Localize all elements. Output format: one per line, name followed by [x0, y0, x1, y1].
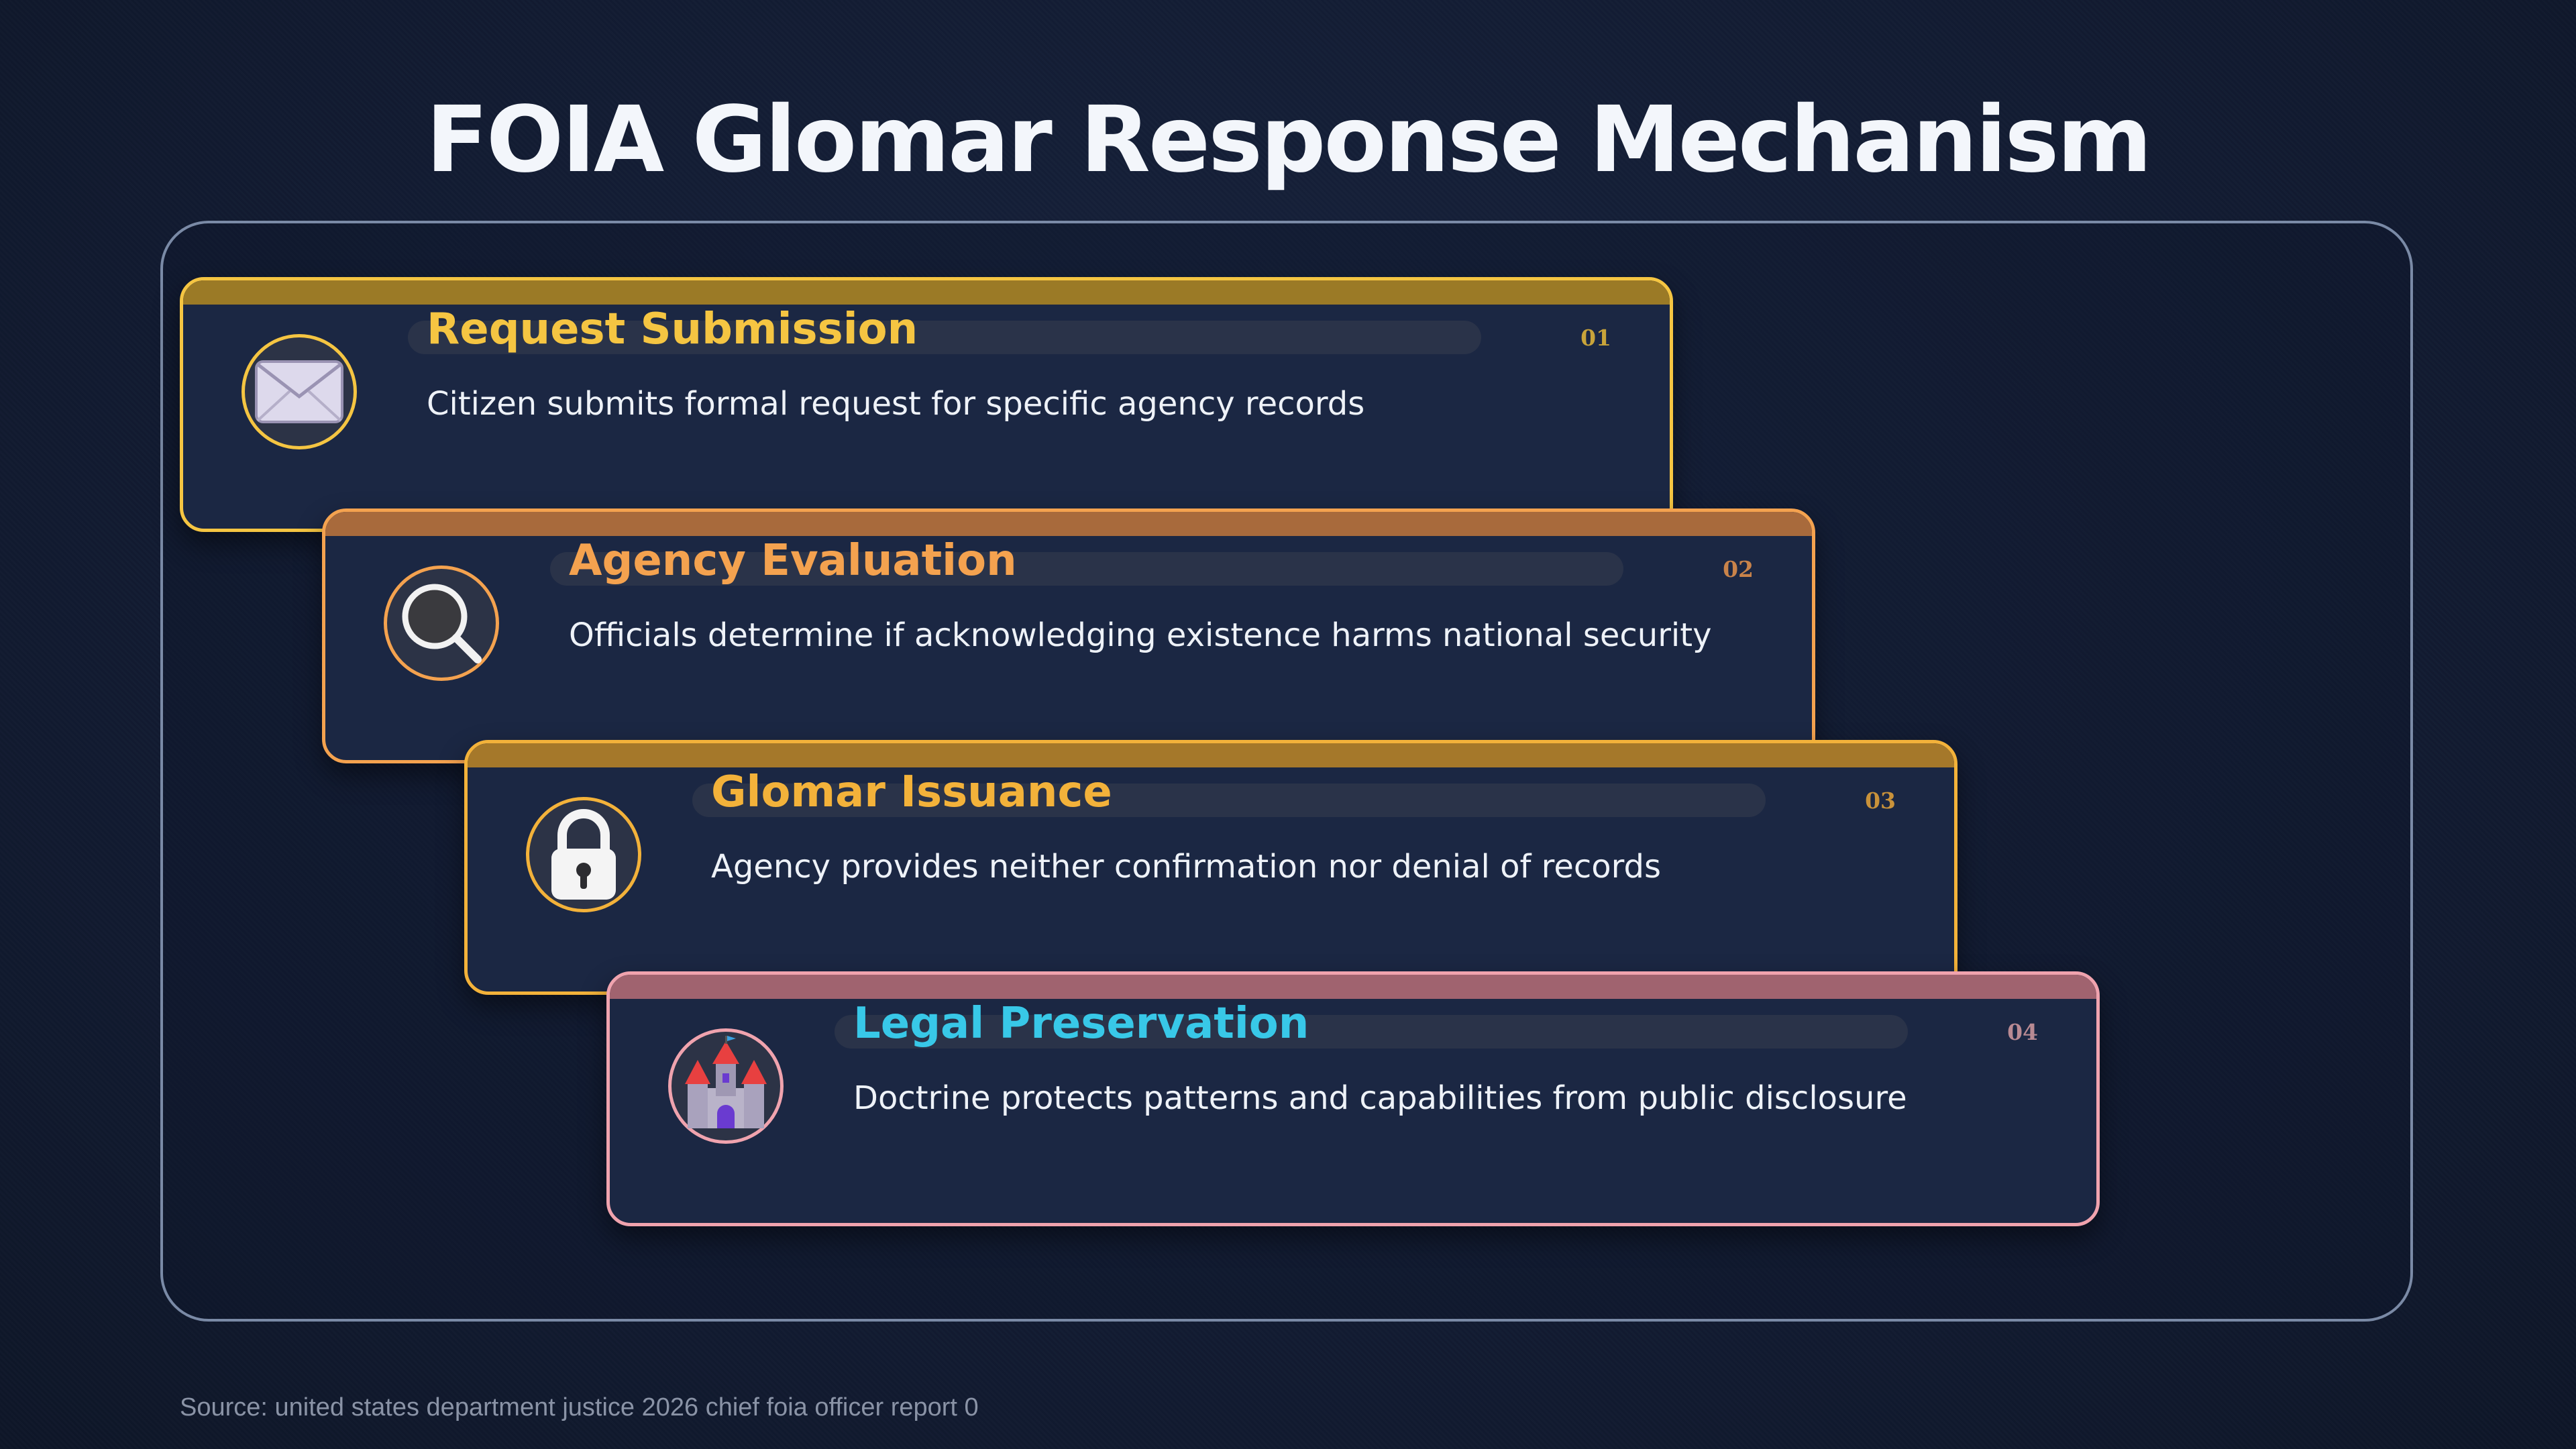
step-number: 03	[1865, 788, 1896, 814]
castle-icon	[685, 1036, 767, 1128]
step-title: Legal Preservation	[853, 999, 1309, 1049]
step-number: 04	[2007, 1019, 2038, 1045]
step-card-topbar	[610, 975, 2096, 999]
step-number: 01	[1580, 325, 1611, 351]
envelope-icon	[255, 360, 343, 423]
step-description: Citizen submits formal request for speci…	[427, 385, 1365, 423]
step-card-agency-evaluation: Agency Evaluation Officials determine if…	[322, 508, 1815, 763]
step-icon-badge	[241, 334, 357, 449]
step-title-track	[835, 1015, 1908, 1049]
step-title-track	[692, 784, 1766, 817]
step-title-track	[550, 552, 1623, 586]
step-card-topbar	[325, 512, 1812, 536]
page-title: FOIA Glomar Response Mechanism	[425, 87, 2152, 193]
step-description: Doctrine protects patterns and capabilit…	[853, 1079, 1907, 1117]
step-card-topbar	[183, 280, 1670, 305]
step-card-glomar-issuance: Glomar Issuance Agency provides neither …	[464, 740, 1957, 995]
step-title: Request Submission	[427, 305, 918, 354]
step-icon-badge	[384, 566, 499, 681]
step-description: Officials determine if acknowledging exi…	[569, 616, 1712, 654]
step-card-request-submission: Request Submission Citizen submits forma…	[180, 277, 1673, 532]
source-note: Source: united states department justice…	[180, 1393, 979, 1421]
step-title: Glomar Issuance	[711, 767, 1112, 817]
step-title: Agency Evaluation	[569, 536, 1017, 586]
step-icon-badge	[526, 797, 641, 912]
padlock-icon	[551, 809, 616, 900]
step-number: 02	[1723, 556, 1754, 582]
step-card-topbar	[468, 743, 1954, 767]
step-card-legal-preservation: Legal Preservation Doctrine protects pat…	[606, 971, 2100, 1226]
step-description: Agency provides neither confirmation nor…	[711, 848, 1661, 885]
step-icon-badge	[668, 1028, 784, 1144]
step-title-track	[408, 321, 1481, 354]
magnifier-icon	[402, 584, 482, 663]
